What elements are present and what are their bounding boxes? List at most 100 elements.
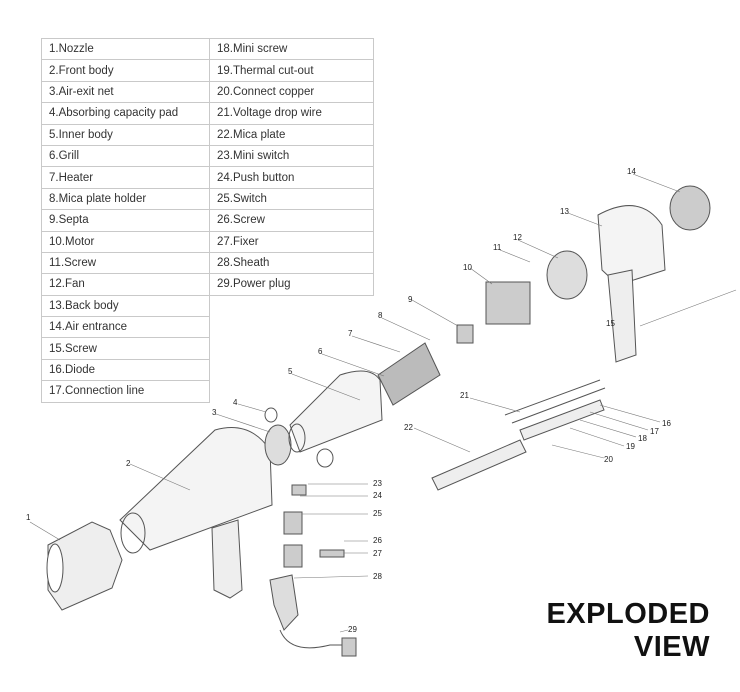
leader-line <box>129 463 191 491</box>
legend-item: 25.Switch <box>209 187 374 211</box>
leader-line <box>321 353 385 377</box>
leader-line <box>517 239 559 259</box>
callout-number: 26 <box>373 536 382 545</box>
part-absorbing-pad <box>264 407 278 423</box>
caption-line1: EXPLODED <box>546 598 710 630</box>
part-fan <box>546 250 588 300</box>
part-front-body <box>119 427 273 551</box>
leader-line <box>351 335 401 353</box>
callout-number: 9 <box>408 295 413 304</box>
part-switch <box>283 511 303 535</box>
leader-line <box>291 373 361 401</box>
callout-number: 27 <box>373 549 382 558</box>
exploded-view-caption: EXPLODED VIEW <box>546 598 710 664</box>
callout-number: 29 <box>348 625 357 634</box>
leader-line <box>632 173 681 193</box>
callout-number: 25 <box>373 509 382 518</box>
part-back-handle <box>607 269 637 363</box>
leader-line <box>29 521 61 541</box>
leader-line <box>599 404 661 423</box>
leader-line <box>413 427 471 453</box>
callout-labels: 1234567891011121314151617181920212223242… <box>26 167 671 634</box>
legend-item: 24.Push button <box>209 166 374 189</box>
callout-number: 18 <box>638 434 647 443</box>
callout-number: 16 <box>662 419 671 428</box>
part-inner-ring <box>316 448 334 468</box>
legend-item: 15.Screw <box>41 337 210 360</box>
callout-number: 19 <box>626 442 635 451</box>
leader-line <box>339 629 349 633</box>
callout-number: 11 <box>493 243 502 252</box>
leader-line <box>589 411 649 431</box>
callout-number: 28 <box>373 572 382 581</box>
legend-row: 13.Back body <box>41 294 374 318</box>
legend-item: 9.Septa <box>41 209 210 232</box>
callout-number: 4 <box>233 398 238 407</box>
callout-number: 8 <box>378 311 383 320</box>
part-voltage-drop-wire <box>504 379 606 424</box>
legend-item: 26.Screw <box>209 209 374 232</box>
part-front-body-ring <box>120 512 146 554</box>
legend-empty-cell <box>209 359 374 381</box>
legend-item: 3.Air-exit net <box>41 80 210 104</box>
leader-line <box>639 289 737 327</box>
callout-number: 24 <box>373 491 382 500</box>
leader-line <box>411 299 459 327</box>
callout-number: 14 <box>627 167 636 176</box>
callout-number: 22 <box>404 423 413 432</box>
callout-number: 5 <box>288 367 293 376</box>
leader-line <box>381 317 431 341</box>
callout-number: 21 <box>460 391 469 400</box>
leader-line <box>569 427 625 447</box>
legend-empty-cell <box>209 316 374 338</box>
part-front-handle <box>211 519 243 599</box>
legend-item: 17.Connection line <box>41 380 210 403</box>
legend-empty-cell <box>209 295 374 317</box>
part-motor <box>485 281 531 325</box>
part-nozzle-mouth <box>46 543 64 593</box>
legend-item: 27.Fixer <box>209 230 374 253</box>
callout-number: 20 <box>604 455 613 464</box>
part-mini-switch <box>291 484 307 496</box>
part-power-plug <box>341 637 357 657</box>
callout-number: 12 <box>513 233 522 242</box>
legend-item: 29.Power plug <box>209 273 374 296</box>
callout-number: 10 <box>463 263 472 272</box>
callout-number: 2 <box>126 459 131 468</box>
leader-line <box>567 212 603 227</box>
callout-number: 15 <box>606 319 615 328</box>
legend-item: 11.Screw <box>41 251 210 275</box>
callout-number: 23 <box>373 479 382 488</box>
legend-item: 7.Heater <box>41 166 210 189</box>
part-power-cord <box>279 629 342 649</box>
leader-line <box>293 575 369 579</box>
legend-empty-cell <box>209 337 374 360</box>
part-air-exit-net <box>264 424 292 466</box>
part-mica-plate <box>431 439 527 491</box>
caption-line2: VIEW <box>633 631 710 663</box>
callout-number: 1 <box>26 513 31 522</box>
callout-number: 3 <box>212 408 217 417</box>
callout-number: 7 <box>348 329 353 338</box>
part-septa <box>456 324 474 344</box>
part-heater <box>377 342 441 406</box>
leader-line <box>499 249 531 263</box>
part-fixer <box>319 549 345 558</box>
part-mica-holder <box>519 399 605 441</box>
part-inner-body <box>289 370 383 453</box>
callout-number: 13 <box>560 207 569 216</box>
leader-line <box>551 444 605 459</box>
part-nozzle <box>47 521 123 611</box>
part-air-entrance <box>669 185 711 231</box>
leader-line <box>237 403 267 413</box>
